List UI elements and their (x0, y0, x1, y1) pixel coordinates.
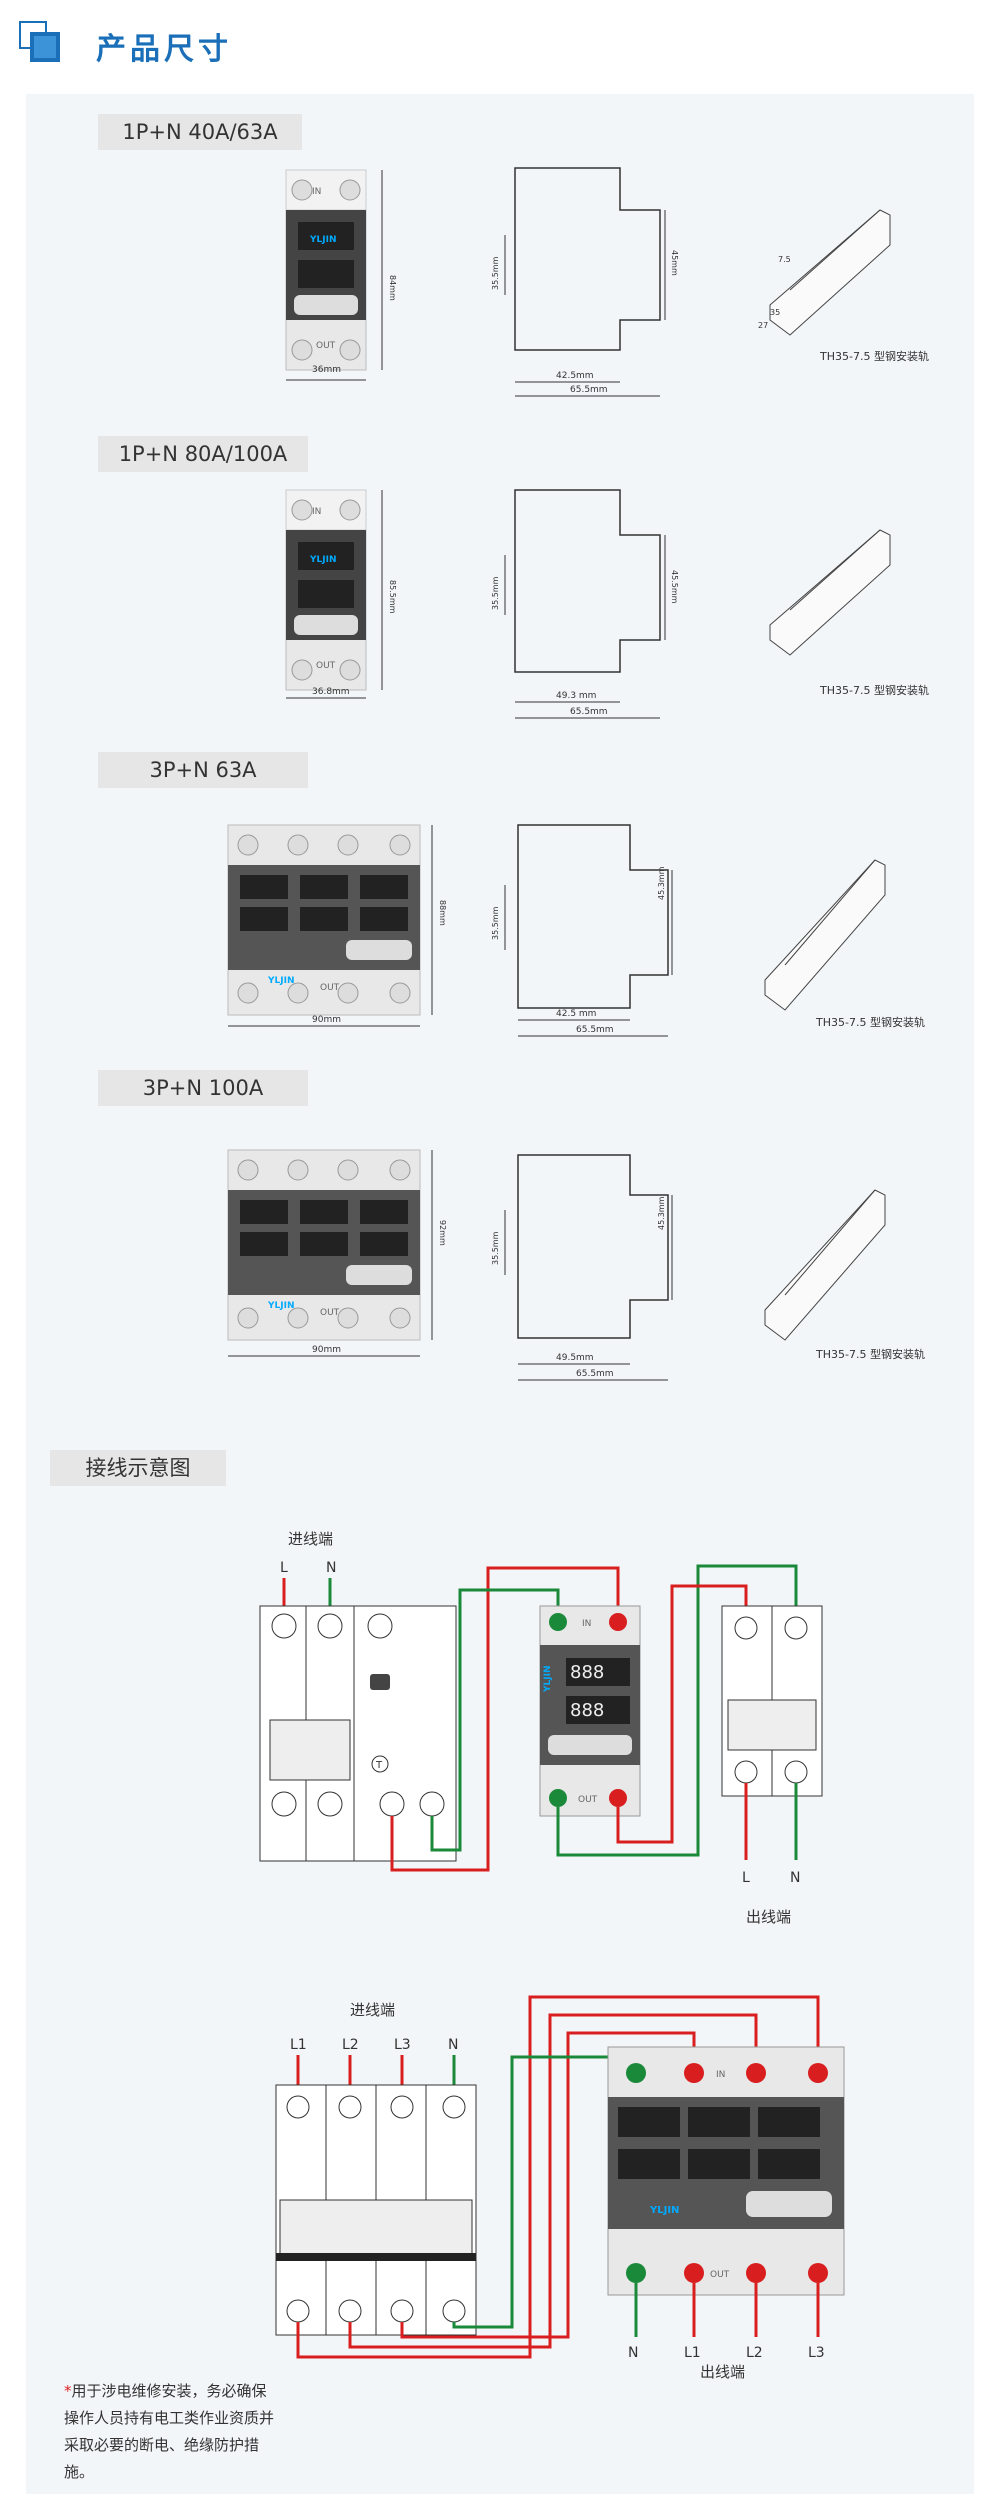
wiring1-in-label: 进线端 (288, 1530, 333, 1548)
wiring-diagram-1p: 进线端 L N T IN 888 888 YLJIN OUT L N 出线端 (259, 1530, 823, 1926)
side-2-depth: 49.3 mm (556, 691, 596, 701)
wiring2-L3: L3 (394, 2037, 411, 2053)
device-2-in-label: IN (312, 507, 321, 517)
page-title: 产品尺寸 (96, 32, 232, 67)
side-1-height: 35.5mm (491, 256, 500, 290)
rail-2-label: TH35-7.5 型钢安装轨 (819, 683, 929, 697)
wiring2-out-L2: L2 (746, 2345, 763, 2361)
protector-display-1: 888 (570, 1662, 604, 1683)
section-tag-3: 3P+N 63A (98, 752, 308, 788)
side-4-height: 35.5mm (491, 1231, 500, 1265)
protector-3p-brand: YLJIN (649, 2205, 679, 2216)
device-1-height-dim: 84mm (388, 275, 397, 301)
side-4-height2: 45.3mm (657, 1196, 666, 1230)
side-profile-3 (517, 824, 669, 1009)
device-1p-front (285, 169, 367, 371)
wiring2-L2: L2 (342, 2037, 359, 2053)
device-2-brand: YLJIN (309, 555, 336, 565)
wiring2-in-label: 进线端 (350, 2001, 395, 2019)
device-2-height-dim: 85.5mm (388, 580, 397, 614)
side-profile-1 (514, 167, 661, 351)
side-3-depth: 42.5 mm (556, 1009, 596, 1019)
protector-out-label: OUT (578, 1795, 598, 1805)
device-3-width-dim: 90mm (312, 1015, 341, 1025)
side-4-depth: 49.5mm (556, 1353, 594, 1363)
header-logo-icon (19, 21, 60, 62)
section-tag-1: 1P+N 40A/63A (98, 114, 302, 150)
side-1-height2: 45mm (670, 250, 679, 276)
side-2-height: 35.5mm (491, 576, 500, 610)
rail-1-dim-c: 27 (758, 321, 768, 330)
dimension-drawings-3p: YLJIN OUT 88mm 90mm 35.5mm 45.3mm 42.5 m… (227, 824, 925, 1381)
protector-in-label: IN (582, 1619, 591, 1629)
note-text: 用于涉电维修安装，务必确保操作人员持有电工类作业资质并采取必要的断电、绝缘防护措… (64, 2382, 275, 2481)
note-star: * (64, 2382, 72, 2400)
device-2-width-dim: 36.8mm (312, 687, 350, 697)
side-2-total: 65.5mm (570, 707, 608, 717)
rail-1-dim-b: 35 (770, 308, 780, 317)
rail-1-dim-a: 7.5 (778, 255, 791, 264)
protector-display-2: 888 (570, 1700, 604, 1721)
wiring2-L1: L1 (290, 2037, 307, 2053)
protector-brand: YLJIN (543, 1666, 553, 1693)
rail-4 (764, 1189, 886, 1341)
device-3-height-dim: 88mm (438, 900, 447, 926)
section-tag-2: 1P+N 80A/100A (98, 436, 308, 472)
device-1-brand: YLJIN (309, 235, 336, 245)
device-4-width-dim: 90mm (312, 1345, 341, 1355)
wiring2-N: N (448, 2037, 458, 2053)
wiring-tag: 接线示意图 (50, 1450, 226, 1486)
side-4-total: 65.5mm (576, 1369, 614, 1379)
side-profile-2 (514, 489, 661, 673)
side-1-total: 65.5mm (570, 385, 608, 395)
wiring2-out-label: 出线端 (700, 2363, 745, 2381)
rail-1-label: TH35-7.5 型钢安装轨 (819, 349, 929, 363)
wiring1-out-N: N (790, 1870, 800, 1886)
protector-3p-in-label: IN (716, 2070, 725, 2080)
wiring1-L-label: L (280, 1560, 288, 1576)
device-1-in-label: IN (312, 187, 321, 197)
device-3-out-label: OUT (320, 983, 340, 993)
device-1p-front-2 (285, 489, 367, 691)
device-1-out-label: OUT (316, 341, 336, 351)
wiring1-out-label: 出线端 (746, 1908, 791, 1926)
device-4-out-label: OUT (320, 1308, 340, 1318)
dimension-drawings-1p: IN YLJIN OUT 84mm 36mm 35.5mm 45mm 42.5m… (285, 167, 929, 719)
test-button-label: T (375, 1760, 383, 1771)
device-4-brand: YLJIN (267, 1301, 294, 1311)
rail-1 (769, 209, 891, 336)
rail-4-label: TH35-7.5 型钢安装轨 (815, 1347, 925, 1361)
rail-3-label: TH35-7.5 型钢安装轨 (815, 1015, 925, 1029)
rail-3 (764, 859, 886, 1011)
side-3-height2: 45.3mm (657, 866, 666, 900)
side-2-height2: 45.5mm (670, 570, 679, 604)
device-2-out-label: OUT (316, 661, 336, 671)
section-tag-4: 3P+N 100A (98, 1070, 308, 1106)
side-3-total: 65.5mm (576, 1025, 614, 1035)
wiring2-out-N: N (628, 2345, 638, 2361)
side-1-depth: 42.5mm (556, 371, 594, 381)
wiring1-N-label: N (326, 1560, 336, 1576)
side-profile-4 (517, 1154, 669, 1339)
safety-note: *用于涉电维修安装，务必确保操作人员持有电工类作业资质并采取必要的断电、绝缘防护… (64, 2378, 274, 2486)
side-3-height: 35.5mm (491, 906, 500, 940)
rail-2 (769, 529, 891, 656)
device-1-width-dim: 36mm (312, 365, 341, 375)
device-3-brand: YLJIN (267, 976, 294, 986)
device-4-height-dim: 92mm (438, 1220, 447, 1246)
wiring2-out-L3: L3 (808, 2345, 825, 2361)
wiring1-out-L: L (742, 1870, 750, 1886)
page-header: 产品尺寸 (0, 0, 1000, 84)
protector-3p-out-label: OUT (710, 2270, 730, 2280)
wiring-diagram-3p: 进线端 L1 L2 L3 N IN YLJIN OUT N L1 L2 L3 出… (275, 1995, 845, 2381)
wiring2-out-L1: L1 (684, 2345, 701, 2361)
